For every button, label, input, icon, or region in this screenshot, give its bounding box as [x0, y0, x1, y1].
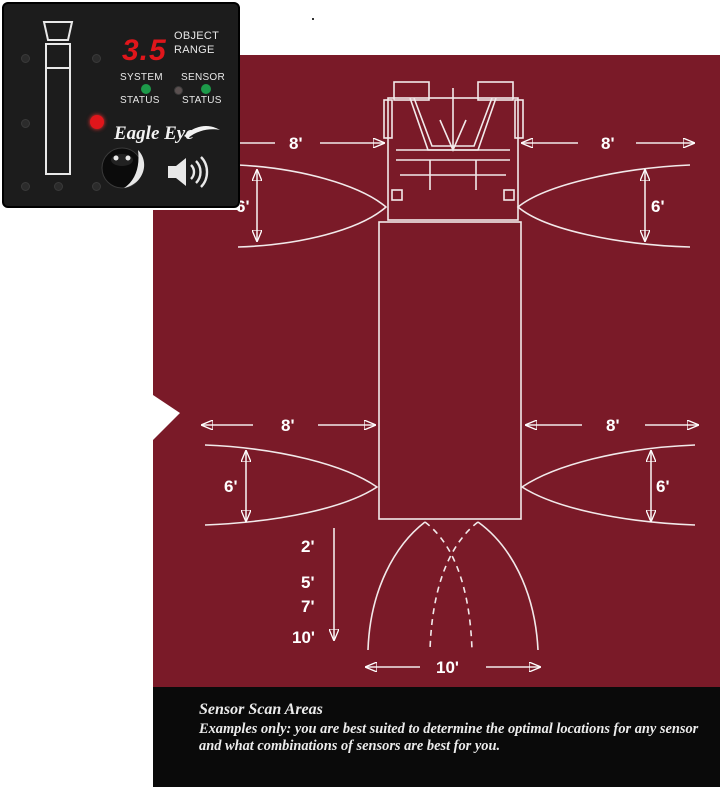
control-panel: 3.5 OBJECT RANGE SYSTEM STATUS SENSOR ST… — [2, 2, 240, 208]
scan-lobe-rear-right — [520, 444, 696, 526]
speaker-icon — [168, 156, 209, 188]
label-rear-right-depth: 6' — [656, 477, 670, 496]
label-front-right-width: 8' — [601, 134, 615, 153]
label-back-distance-4: 10' — [292, 628, 315, 647]
label-back-width: 10' — [436, 658, 459, 677]
volume-button[interactable] — [164, 154, 212, 190]
scan-lobe-front-right — [516, 164, 691, 248]
sensor-status-label-1: SENSOR — [181, 72, 226, 83]
stray-mark — [312, 18, 314, 20]
indicator-dot — [21, 119, 30, 128]
label-front-right-depth: 6' — [651, 197, 665, 216]
label-rear-left-depth: 6' — [224, 477, 238, 496]
mute-button[interactable] — [98, 144, 150, 194]
caption-body: Examples only: you are best suited to de… — [199, 721, 699, 754]
indicator-dot — [21, 182, 30, 191]
indicator-dot — [92, 182, 101, 191]
range-readout: 3.5 — [122, 34, 167, 67]
system-status-led — [141, 84, 151, 94]
truck-body — [378, 221, 522, 520]
label-rear-right-width: 8' — [606, 416, 620, 435]
label-back-distance-3: 7' — [301, 597, 315, 616]
label-back-distance-2: 5' — [301, 573, 315, 592]
truck-cab — [383, 81, 524, 221]
gauge-outline-icon — [42, 21, 74, 175]
object-range-label-2: RANGE — [174, 44, 215, 56]
indicator-dot — [92, 54, 101, 63]
scan-lobe-front-left — [237, 164, 388, 248]
sensor-status-led — [201, 84, 211, 94]
system-status-label-2: STATUS — [120, 95, 160, 106]
distance-bar-gauge — [40, 18, 76, 178]
sensor-status-label-2: STATUS — [182, 95, 222, 106]
diagram-background — [153, 55, 720, 787]
label-front-left-width: 8' — [289, 134, 303, 153]
alert-led — [90, 115, 104, 129]
label-back-distance-1: 2' — [301, 537, 315, 556]
scan-lobes-back — [367, 521, 539, 651]
caption-title: Sensor Scan Areas — [199, 701, 323, 718]
caption-box: Sensor Scan Areas Examples only: you are… — [153, 687, 720, 787]
object-range-label-1: OBJECT — [174, 30, 220, 42]
power-knob-icon — [101, 147, 145, 189]
system-status-label-1: SYSTEM — [120, 72, 163, 83]
scan-lobe-rear-left — [204, 444, 379, 526]
center-indicator-dot — [174, 86, 183, 95]
label-rear-left-width: 8' — [281, 416, 295, 435]
indicator-dot — [54, 182, 63, 191]
brand-logo: Eagle Eye — [114, 123, 194, 144]
brand-swoosh-icon — [184, 126, 220, 138]
indicator-dot — [21, 54, 30, 63]
